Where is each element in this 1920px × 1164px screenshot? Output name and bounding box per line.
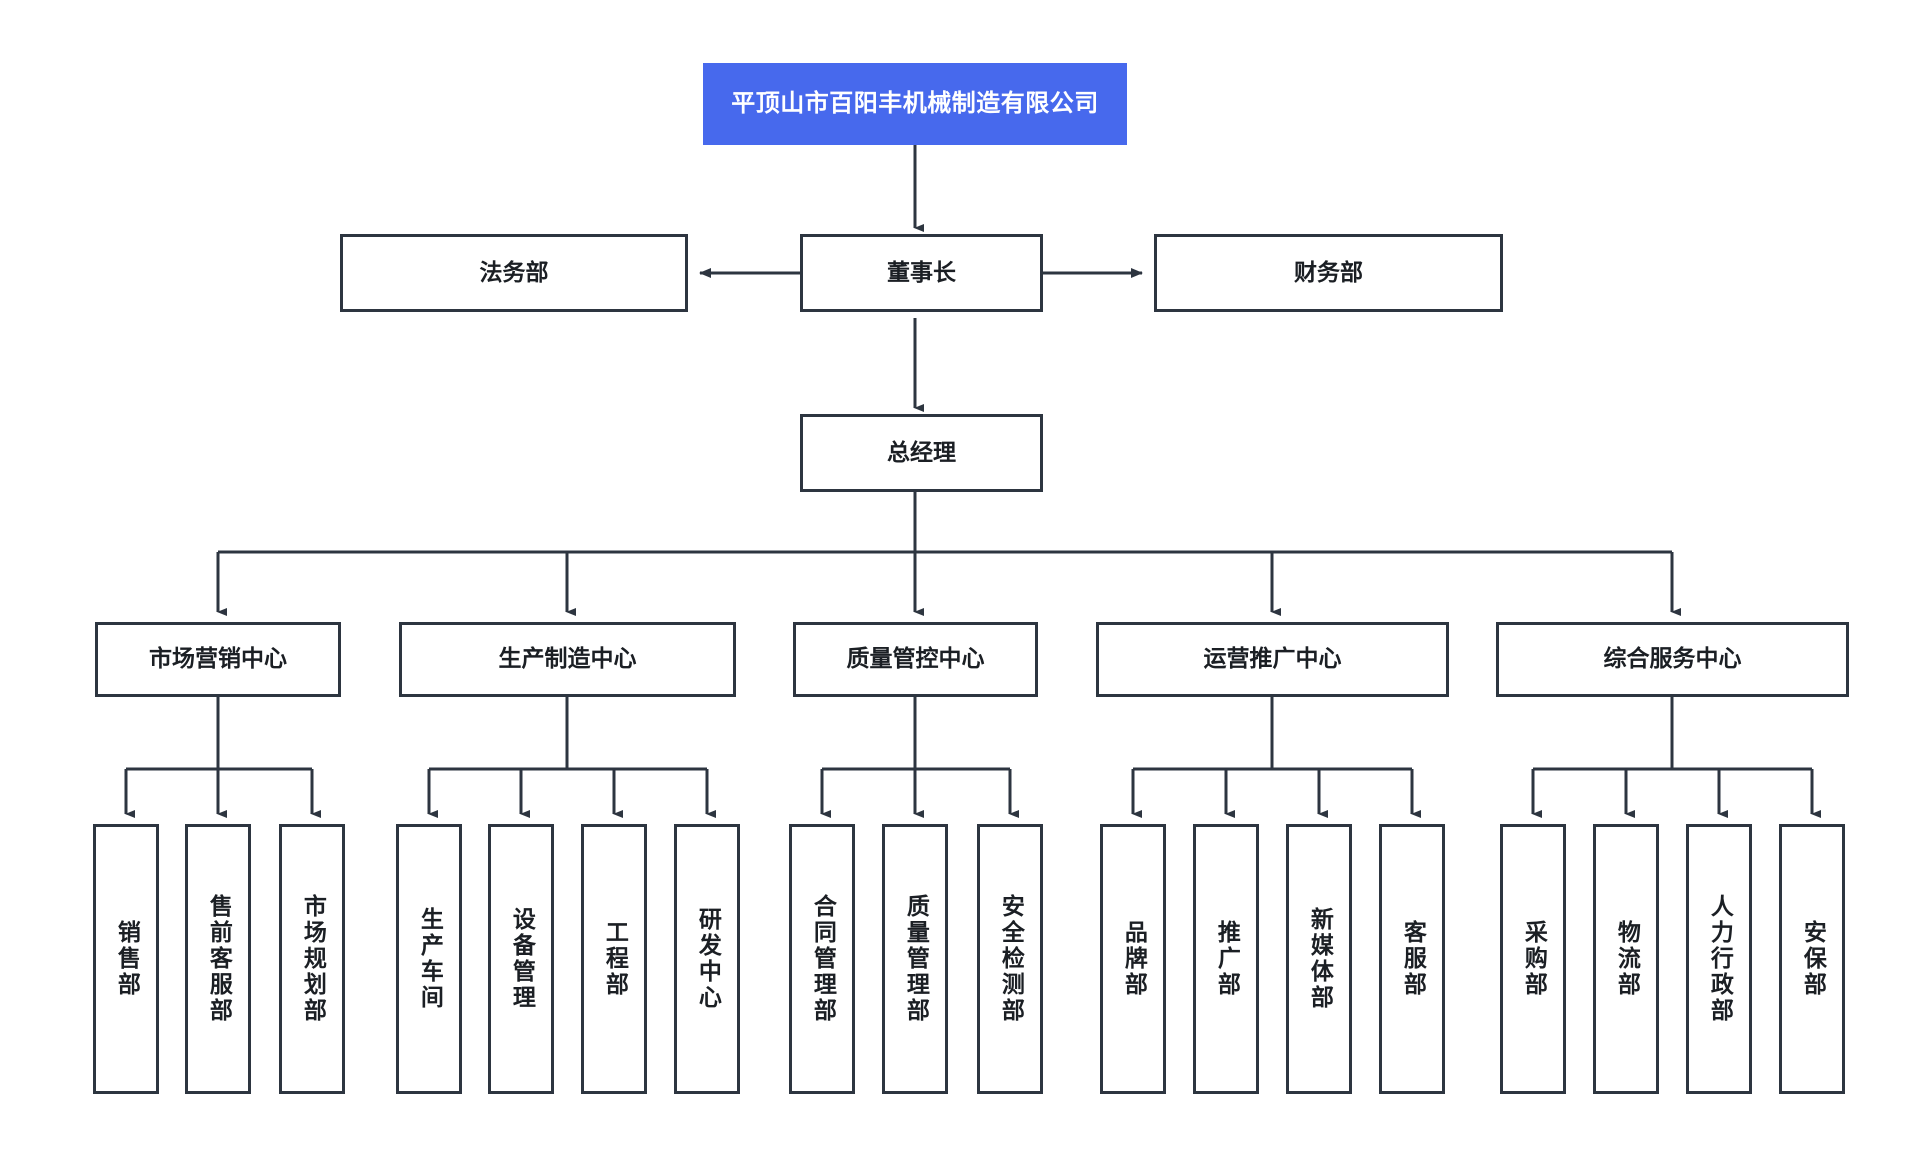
node-center-general-services-label: 综合服务中心 xyxy=(1603,646,1742,673)
node-center-general-services[interactable]: 综合服务中心 xyxy=(1496,622,1849,697)
node-dept-quality-management-label: 质量管理部 xyxy=(902,894,929,1024)
node-dept-brand[interactable]: 品牌部 xyxy=(1100,824,1166,1094)
node-legal-department[interactable]: 法务部 xyxy=(340,234,688,312)
node-dept-security[interactable]: 安保部 xyxy=(1779,824,1845,1094)
node-dept-security-label: 安保部 xyxy=(1799,920,1826,998)
node-dept-equipment-management-label: 设备管理 xyxy=(508,907,535,1011)
node-dept-equipment-management[interactable]: 设备管理 xyxy=(488,824,554,1094)
node-dept-production-workshop[interactable]: 生产车间 xyxy=(396,824,462,1094)
node-center-quality-label: 质量管控中心 xyxy=(846,646,985,673)
node-finance-department-label: 财务部 xyxy=(1294,259,1363,286)
node-legal-department-label: 法务部 xyxy=(479,259,549,286)
node-general-manager[interactable]: 总经理 xyxy=(800,414,1043,492)
node-center-manufacturing-label: 生产制造中心 xyxy=(498,646,637,673)
node-finance-department[interactable]: 财务部 xyxy=(1154,234,1503,312)
node-chairman-label: 董事长 xyxy=(887,259,956,286)
node-center-operations[interactable]: 运营推广中心 xyxy=(1096,622,1449,697)
node-dept-brand-label: 品牌部 xyxy=(1120,920,1147,998)
node-center-manufacturing[interactable]: 生产制造中心 xyxy=(399,622,736,697)
node-dept-new-media-label: 新媒体部 xyxy=(1306,907,1333,1011)
node-dept-rnd-center-label: 研发中心 xyxy=(694,907,721,1011)
node-dept-quality-management[interactable]: 质量管理部 xyxy=(882,824,948,1094)
node-dept-logistics[interactable]: 物流部 xyxy=(1593,824,1659,1094)
node-dept-market-planning-label: 市场规划部 xyxy=(299,894,326,1024)
node-center-marketing-label: 市场营销中心 xyxy=(149,646,287,673)
node-dept-contract-management-label: 合同管理部 xyxy=(809,894,836,1024)
node-dept-engineering-label: 工程部 xyxy=(601,920,628,998)
node-dept-hr-administration-label: 人力行政部 xyxy=(1706,894,1733,1024)
node-dept-market-planning[interactable]: 市场规划部 xyxy=(279,824,345,1094)
node-dept-customer-service-label: 客服部 xyxy=(1399,920,1426,998)
node-dept-safety-inspection-label: 安全检测部 xyxy=(997,894,1024,1024)
node-dept-promotion-label: 推广部 xyxy=(1213,920,1240,998)
node-dept-rnd-center[interactable]: 研发中心 xyxy=(674,824,740,1094)
node-dept-promotion[interactable]: 推广部 xyxy=(1193,824,1259,1094)
node-company-root-label: 平顶山市百阳丰机械制造有限公司 xyxy=(731,89,1099,118)
node-dept-sales-label: 销售部 xyxy=(113,920,140,998)
node-center-quality[interactable]: 质量管控中心 xyxy=(793,622,1038,697)
node-center-marketing[interactable]: 市场营销中心 xyxy=(95,622,341,697)
node-dept-sales[interactable]: 销售部 xyxy=(93,824,159,1094)
node-dept-presales-service-label: 售前客服部 xyxy=(205,894,232,1024)
node-dept-procurement-label: 采购部 xyxy=(1520,920,1547,998)
node-dept-presales-service[interactable]: 售前客服部 xyxy=(185,824,251,1094)
node-dept-customer-service[interactable]: 客服部 xyxy=(1379,824,1445,1094)
node-center-operations-label: 运营推广中心 xyxy=(1203,646,1342,673)
node-chairman[interactable]: 董事长 xyxy=(800,234,1043,312)
node-dept-new-media[interactable]: 新媒体部 xyxy=(1286,824,1352,1094)
node-dept-production-workshop-label: 生产车间 xyxy=(416,907,443,1011)
node-dept-safety-inspection[interactable]: 安全检测部 xyxy=(977,824,1043,1094)
node-dept-logistics-label: 物流部 xyxy=(1613,920,1640,998)
node-general-manager-label: 总经理 xyxy=(887,439,956,466)
node-dept-hr-administration[interactable]: 人力行政部 xyxy=(1686,824,1752,1094)
node-dept-contract-management[interactable]: 合同管理部 xyxy=(789,824,855,1094)
node-dept-procurement[interactable]: 采购部 xyxy=(1500,824,1566,1094)
node-company-root[interactable]: 平顶山市百阳丰机械制造有限公司 xyxy=(703,63,1127,145)
node-dept-engineering[interactable]: 工程部 xyxy=(581,824,647,1094)
